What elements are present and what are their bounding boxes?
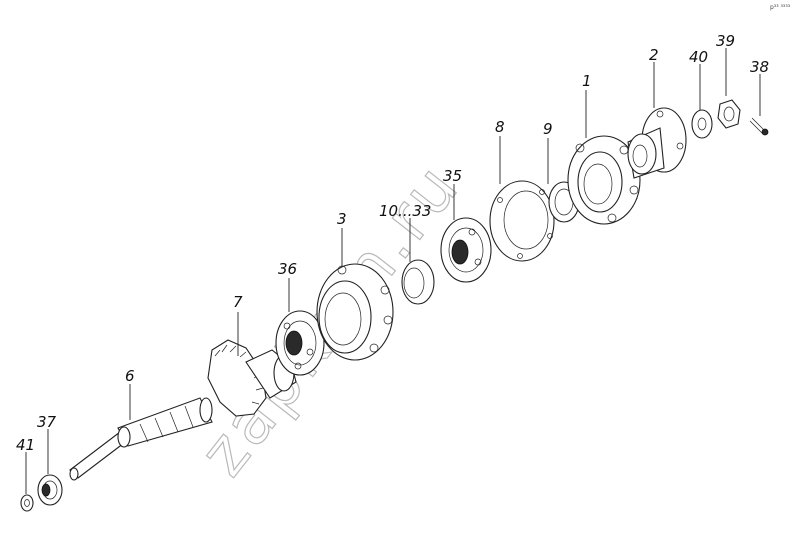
callout-9: 9: [543, 120, 553, 138]
part-40-washer: [691, 109, 713, 139]
callout-7: 7: [233, 293, 243, 311]
callout-3: 3: [337, 210, 347, 228]
callout-37: 37: [37, 413, 57, 431]
part-35-bearing: [440, 217, 492, 283]
part-2-flange: [627, 107, 687, 179]
part-36-bearing: [275, 310, 325, 376]
callout-6: 6: [125, 367, 135, 385]
callout-10-33: 10...33: [379, 202, 431, 220]
part-41-nut: [20, 494, 34, 512]
part-1-cover: [567, 135, 641, 225]
callout-41: 41: [16, 436, 35, 454]
callout-2: 2: [649, 46, 659, 64]
callout-1: 1: [582, 72, 592, 90]
part-37-bearing: [37, 474, 63, 506]
callout-38: 38: [750, 58, 769, 76]
callout-40: 40: [689, 48, 708, 66]
part-10-33-shim-ring: [401, 259, 435, 305]
callout-35: 35: [443, 167, 462, 185]
part-8-gasket: [489, 180, 555, 262]
corner-mark: p³³ ³³³³: [770, 4, 791, 11]
part-3-housing: [316, 263, 394, 361]
part-6-shaft: [69, 397, 213, 481]
part-39-nut: [717, 99, 741, 129]
callout-36: 36: [278, 260, 297, 278]
callout-39: 39: [716, 32, 735, 50]
part-38-cotter-pin: [749, 117, 769, 136]
callout-8: 8: [495, 118, 505, 136]
part-7-bevel-gear: [207, 339, 297, 417]
leader-lines: [25, 48, 761, 494]
